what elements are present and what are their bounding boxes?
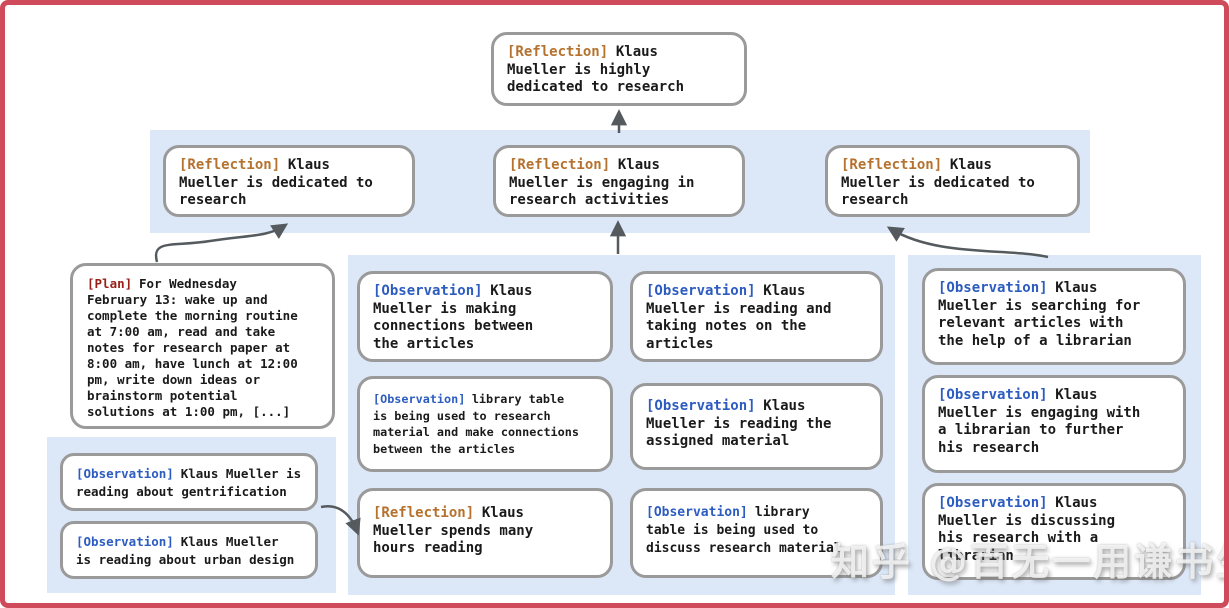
- node-text: Klaus Mueller is reading about gentrific…: [76, 466, 302, 499]
- node-obs-gentrification: [Observation]Klaus Mueller is reading ab…: [60, 453, 318, 511]
- node-text: Klaus Mueller is engaging in research ac…: [509, 157, 695, 208]
- node-text: Klaus Mueller spends many hours reading: [373, 505, 534, 556]
- observation-tag: [Observation]: [938, 387, 1048, 403]
- node-level2-middle-reflection: [Reflection]Klaus Mueller is engaging in…: [493, 145, 745, 217]
- observation-tag: [Observation]: [938, 495, 1048, 511]
- plan-tag: [Plan]: [87, 276, 133, 291]
- node-text: library table is being used to research …: [373, 392, 579, 456]
- node-text: For Wednesday February 13: wake up and c…: [87, 276, 298, 419]
- node-plan: [Plan]For Wednesday February 13: wake up…: [70, 263, 335, 429]
- node-obs-urban-design: [Observation]Klaus Mueller is reading ab…: [60, 521, 318, 579]
- node-obs-library-table-research: [Observation]library table is being used…: [357, 376, 613, 472]
- node-text: Klaus Mueller is dedicated to research: [841, 157, 1035, 208]
- node-obs-discussing-librarian: [Observation]Klaus Mueller is discussing…: [922, 483, 1186, 580]
- observation-tag: [Observation]: [373, 283, 483, 299]
- observation-tag: [Observation]: [646, 283, 756, 299]
- node-text: Klaus Mueller is reading about urban des…: [76, 534, 295, 567]
- node-reflection-hours-reading: [Reflection]Klaus Mueller spends many ho…: [357, 488, 613, 578]
- reflection-tag: [Reflection]: [509, 157, 611, 173]
- reflection-tag: [Reflection]: [179, 157, 281, 173]
- node-text: Klaus Mueller is dedicated to research: [179, 157, 373, 208]
- observation-tag: [Observation]: [646, 398, 756, 414]
- observation-tag: [Observation]: [373, 392, 466, 406]
- node-obs-engaging-librarian: [Observation]Klaus Mueller is engaging w…: [922, 375, 1186, 473]
- node-obs-searching-articles: [Observation]Klaus Mueller is searching …: [922, 268, 1186, 365]
- reflection-tag: [Reflection]: [841, 157, 943, 173]
- node-level2-left-reflection: [Reflection]Klaus Mueller is dedicated t…: [163, 145, 415, 217]
- reflection-tag: [Reflection]: [507, 44, 609, 60]
- observation-tag: [Observation]: [646, 505, 748, 520]
- node-text: Klaus Mueller is making connections betw…: [373, 283, 534, 352]
- node-text: Klaus Mueller is reading the assigned ma…: [646, 398, 832, 449]
- observation-tag: [Observation]: [76, 466, 174, 481]
- node-text: Klaus Mueller is engaging with a librari…: [938, 387, 1141, 456]
- node-text: library table is being used to discuss r…: [646, 505, 842, 556]
- node-text: Klaus Mueller is highly dedicated to res…: [507, 44, 685, 95]
- node-level2-right-reflection: [Reflection]Klaus Mueller is dedicated t…: [825, 145, 1080, 217]
- reflection-tag: [Reflection]: [373, 505, 475, 521]
- node-text: Klaus Mueller is reading and taking note…: [646, 283, 832, 352]
- node-obs-making-connections: [Observation]Klaus Mueller is making con…: [357, 271, 613, 362]
- observation-tag: [Observation]: [938, 280, 1048, 296]
- node-obs-reading-assigned-material: [Observation]Klaus Mueller is reading th…: [630, 383, 883, 470]
- node-text: Klaus Mueller is discussing his research…: [938, 495, 1116, 564]
- arrow-right-band-to-right-reflection: [886, 226, 1049, 259]
- observation-tag: [Observation]: [76, 534, 174, 549]
- node-text: Klaus Mueller is searching for relevant …: [938, 280, 1141, 349]
- node-obs-reading-taking-notes: [Observation]Klaus Mueller is reading an…: [630, 271, 883, 362]
- watermark: 知乎 @百无一用谦书生: [831, 540, 1229, 584]
- node-root-reflection: [Reflection]Klaus Mueller is highly dedi…: [491, 32, 747, 106]
- node-obs-library-table-discuss: [Observation]library table is being used…: [630, 488, 883, 578]
